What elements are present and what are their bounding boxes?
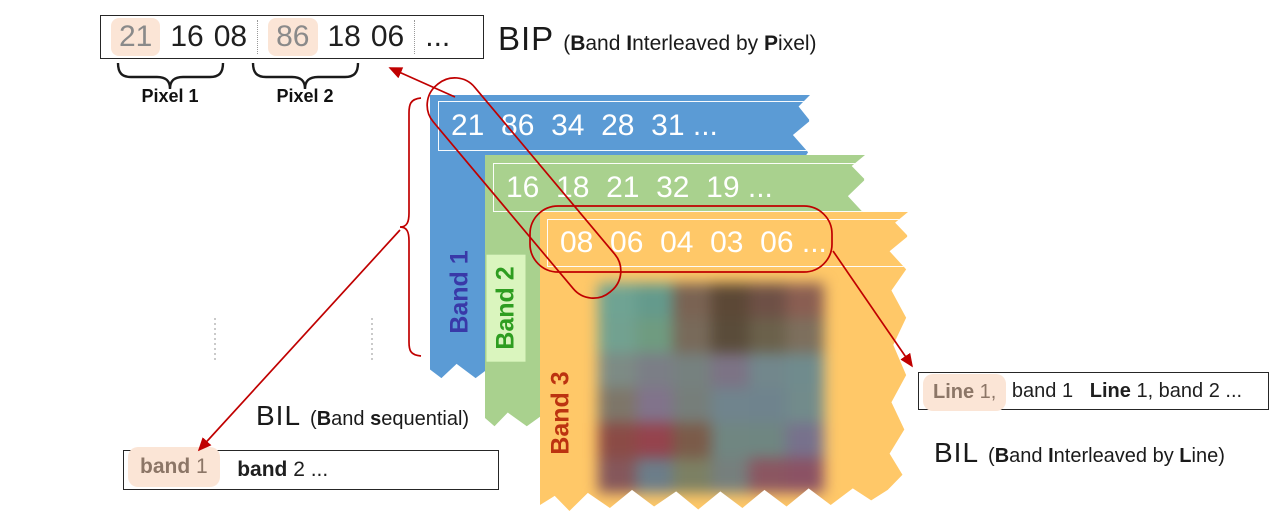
band2-label: Band 2 [486,254,526,362]
bil-abbr: BIL [934,437,980,468]
bil-caption: BIL (Band Interleaved by Line) [934,437,1225,469]
bip-caption-text: (Band Interleaved by Pixel) [563,32,817,55]
bil-values-box: Line 1, band 1 Line 1, band 2 ... [918,372,1269,411]
bil-caption-text: (Band Interleaved by Line) [988,445,1225,467]
band3-label: Band 3 [546,371,575,455]
band1-values-row: 21 86 34 28 31 ... [438,101,810,151]
pixel1-label: Pixel 1 [141,86,199,106]
bands-curly-brace [399,97,422,357]
bsq-caption: BIL (Band sequential) [256,400,469,432]
band3-sheet: 08 06 04 03 06 ... Band 3 [540,212,908,511]
band1-label: Band 1 [445,250,474,334]
pixel2-label: Pixel 2 [276,86,334,106]
bip-abbr: BIP [498,20,555,57]
band2-values-row: 16 18 21 32 19 ... [493,163,865,212]
arrow-to-bip-box [388,67,456,98]
bsq-abbr: BIL [256,400,302,431]
bip-caption: BIP (Band Interleaved by Pixel) [498,20,817,58]
band3-values-row: 08 06 04 03 06 ... [547,219,908,267]
bsq-values-box: band 1 band 2 ... [123,447,499,490]
bsq-caption-text: (Band sequential) [310,408,470,430]
blurred-image [598,283,824,493]
